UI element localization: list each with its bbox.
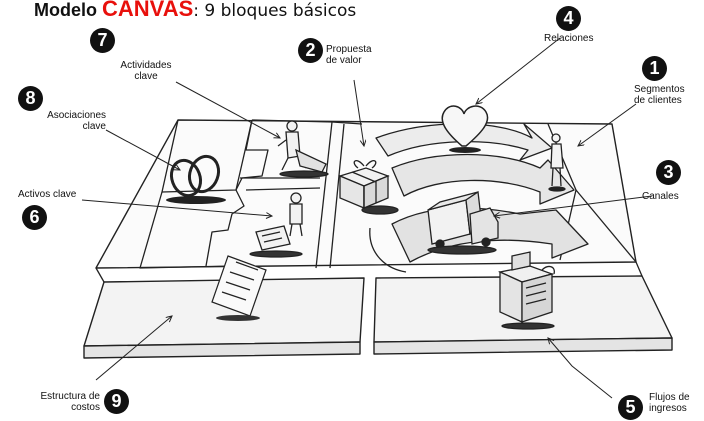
title-suffix: : 9 bloques básicos [193, 1, 357, 21]
block-1-label-line: de clientes [634, 95, 682, 106]
block-7-label-line: clave [134, 71, 158, 82]
block-6-number: 6 [22, 205, 47, 230]
block-7-label: Actividades clave [112, 60, 180, 82]
worker-machine-icon [249, 192, 303, 258]
leader-line-3 [494, 195, 653, 216]
title-prefix: Modelo [34, 0, 102, 20]
diagram-title: Modelo CANVAS: 9 bloques básicos [34, 0, 356, 27]
block-2-number: 2 [298, 38, 323, 63]
block-9-number: 9 [104, 389, 129, 414]
block-4-number: 4 [556, 6, 581, 31]
block-6-label: Activos clave [18, 189, 76, 200]
leader-line-7 [175, 81, 280, 138]
block-3-label-line: Canales [642, 191, 679, 202]
leader-line-5 [548, 338, 613, 399]
block-3-label: Canales [642, 191, 679, 202]
heart-icon [441, 105, 489, 153]
gift-icon [338, 160, 399, 215]
block-5-label-line: ingresos [649, 403, 687, 414]
block-2-label-line: de valor [326, 55, 362, 66]
block-8-label: Asociaciones clave [30, 110, 106, 132]
block-3-number: 3 [656, 160, 681, 185]
block-8-label-line: clave [82, 121, 106, 132]
title-brand: CANVAS [102, 0, 194, 21]
block-2-label: Propuesta de valor [326, 44, 372, 66]
worker-icon [277, 120, 329, 178]
block-5-number: 5 [618, 395, 643, 420]
leader-line-6 [81, 199, 272, 216]
cash-register-icon [497, 251, 555, 330]
block-7-label-line: Actividades [120, 60, 172, 71]
block-2-label-line: Propuesta [326, 44, 372, 55]
truck-icon [427, 190, 499, 255]
block-5-label-line: Flujos de [649, 392, 690, 403]
block-6-label-line: Activos clave [18, 189, 77, 200]
leader-line-8 [105, 129, 180, 170]
leader-line-9 [95, 316, 172, 381]
leader-line-4 [476, 37, 561, 104]
block-1-label-line: Segmentos [634, 84, 685, 95]
block-7-number: 7 [90, 28, 115, 53]
block-4-label: Relaciones [544, 33, 593, 44]
block-9-label-line: costos [71, 402, 100, 413]
block-1-number: 1 [642, 56, 667, 81]
block-9-label: Estructura de costos [18, 391, 100, 413]
block-4-label-line: Relaciones [544, 33, 594, 44]
block-8-number: 8 [18, 86, 43, 111]
block-1-label: Segmentos de clientes [634, 84, 685, 106]
block-9-label-line: Estructura de [40, 391, 100, 402]
rings-icon [166, 154, 226, 204]
block-8-label-line: Asociaciones [47, 110, 106, 121]
invoice-icon [211, 255, 267, 321]
leader-line-1 [578, 103, 637, 146]
person-icon [548, 133, 566, 192]
block-5-label: Flujos de ingresos [649, 392, 690, 414]
leader-line-2 [353, 79, 364, 146]
